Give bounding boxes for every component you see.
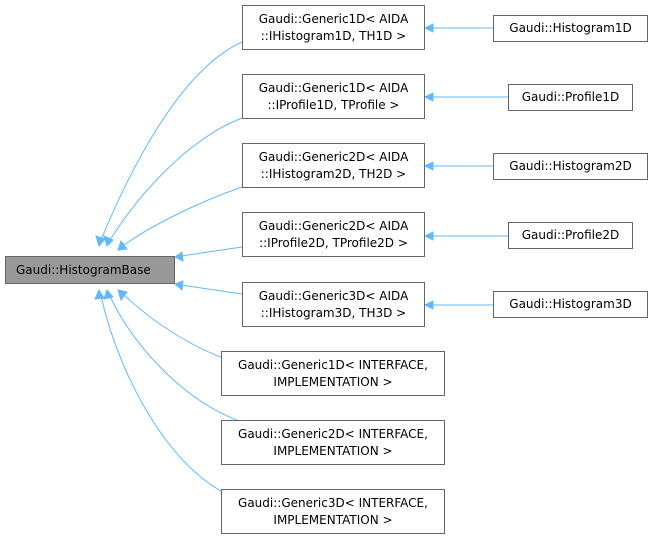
node-histogram1d[interactable]: Gaudi::Histogram1D (493, 15, 648, 42)
node-label-line2: ::IProfile2D, TProfile2D > (259, 235, 408, 250)
node-profile2d[interactable]: Gaudi::Profile2D (508, 222, 633, 249)
node-label-line1: Gaudi::Generic3D< INTERFACE, (238, 495, 428, 510)
arrowhead-base-7 (103, 289, 114, 300)
node-profile2d-label: Gaudi::Profile2D (521, 228, 620, 242)
node-label-line2: IMPLEMENTATION > (273, 512, 393, 527)
node-generic1d-interface[interactable]: Gaudi::Generic1D< INTERFACE, IMPLEMENTAT… (221, 351, 445, 396)
node-generic1d-aida-histogram1d[interactable]: Gaudi::Generic1D< AIDA ::IHistogram1D, T… (242, 5, 425, 50)
node-profile1d-label: Gaudi::Profile1D (521, 90, 620, 104)
edge-generic2d-aida-hist-to-base (123, 186, 243, 246)
arrowhead-base-3 (117, 239, 128, 251)
node-generic2d-aida-profile2d[interactable]: Gaudi::Generic2D< AIDA ::IProfile2D, TPr… (242, 212, 425, 257)
arrowhead-base-5 (174, 280, 184, 291)
node-histogram3d[interactable]: Gaudi::Histogram3D (493, 291, 648, 318)
node-label-line1: Gaudi::Generic2D< AIDA (258, 149, 409, 164)
node-generic3d-interface[interactable]: Gaudi::Generic3D< INTERFACE, IMPLEMENTAT… (221, 489, 445, 534)
node-generic2d-aida-histogram2d[interactable]: Gaudi::Generic2D< AIDA ::IHistogram2D, T… (242, 143, 425, 188)
arrowhead-generic3d-aida-hist (423, 300, 434, 310)
node-label-line2: ::IProfile1D, TProfile > (267, 97, 400, 112)
node-generic1d-aida-profile1d[interactable]: Gaudi::Generic1D< AIDA ::IProfile1D, TPr… (242, 74, 425, 119)
node-histogram3d-label: Gaudi::Histogram3D (509, 297, 632, 311)
arrowhead-base-4 (174, 251, 184, 262)
arrowhead-base-1 (95, 235, 106, 248)
edge-generic1d-aida-prof-to-base (109, 117, 243, 241)
node-histogram2d[interactable]: Gaudi::Histogram2D (493, 153, 648, 180)
node-label-line2: ::IHistogram2D, TH2D > (260, 166, 407, 181)
node-histogram2d-label: Gaudi::Histogram2D (509, 159, 632, 173)
edge-generic2d-iface-to-base (109, 295, 243, 423)
node-label-line2: IMPLEMENTATION > (273, 374, 393, 389)
node-label-line2: ::IHistogram1D, TH1D > (260, 28, 407, 43)
node-generic3d-aida-histogram3d[interactable]: Gaudi::Generic3D< AIDA ::IHistogram3D, T… (242, 282, 425, 327)
node-label-line1: Gaudi::Generic2D< AIDA (258, 218, 409, 233)
node-label-line2: ::IHistogram3D, TH3D > (260, 305, 407, 320)
node-label-line1: Gaudi::Generic1D< AIDA (258, 11, 409, 26)
node-histogram1d-label: Gaudi::Histogram1D (509, 21, 632, 35)
arrowhead-base-2 (103, 235, 114, 247)
node-label-line1: Gaudi::Generic2D< INTERFACE, (238, 426, 428, 441)
edge-generic2d-aida-prof-to-base (180, 246, 243, 257)
arrowhead-generic1d-aida-hist (423, 23, 434, 33)
node-generic2d-interface[interactable]: Gaudi::Generic2D< INTERFACE, IMPLEMENTAT… (221, 420, 445, 465)
node-label-line2: IMPLEMENTATION > (273, 443, 393, 458)
arrowhead-base-6 (117, 289, 128, 302)
edge-generic3d-aida-hist-to-base (180, 284, 243, 295)
node-histogram-base[interactable]: Gaudi::HistogramBase (5, 256, 175, 284)
arrowhead-generic2d-aida-hist (423, 161, 434, 171)
node-label-line1: Gaudi::Generic3D< AIDA (258, 288, 409, 303)
node-histogram-base-label: Gaudi::HistogramBase (16, 262, 151, 277)
arrowhead-base-8 (94, 288, 105, 300)
node-profile1d[interactable]: Gaudi::Profile1D (508, 84, 633, 111)
arrowhead-generic1d-aida-prof (423, 92, 434, 102)
arrowhead-generic2d-aida-prof (423, 231, 434, 241)
edge-generic3d-iface-to-base (100, 295, 243, 501)
edge-generic1d-aida-hist-to-base (100, 41, 243, 241)
node-label-line1: Gaudi::Generic1D< AIDA (258, 80, 409, 95)
node-label-line1: Gaudi::Generic1D< INTERFACE, (238, 357, 428, 372)
